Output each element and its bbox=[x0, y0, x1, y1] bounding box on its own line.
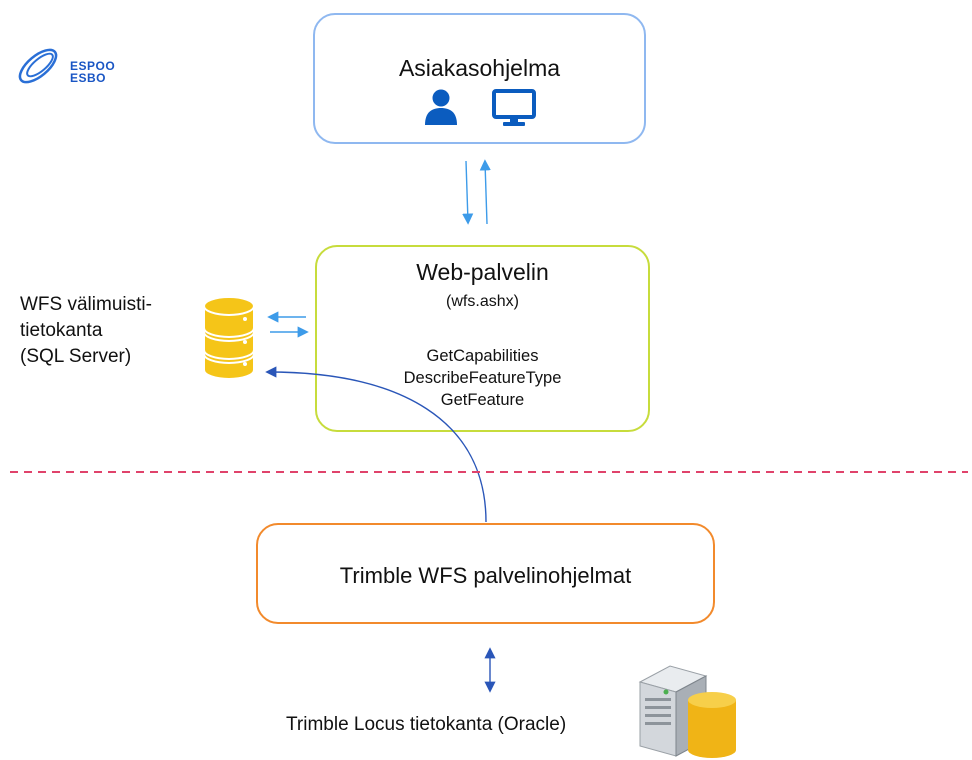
trimble-service-box: Trimble WFS palvelinohjelmat bbox=[256, 523, 715, 624]
operation-describe-feature-type: DescribeFeatureType bbox=[403, 369, 562, 387]
logo-line-espoo: ESPOO bbox=[70, 59, 116, 73]
cache-db-label: WFS välimuisti- tietokanta (SQL Server) bbox=[20, 292, 152, 370]
espoo-logo-mark-icon bbox=[18, 48, 58, 84]
client-application-box: Asiakasohjelma bbox=[313, 13, 646, 144]
logo-line-esbo: ESBO bbox=[70, 71, 107, 85]
monitor-icon bbox=[492, 89, 536, 126]
cache-db-label-line-3: (SQL Server) bbox=[20, 346, 132, 367]
cache-db-label-line-1: WFS välimuisti- bbox=[20, 294, 152, 315]
web-server-operations: GetCapabilities DescribeFeatureType GetF… bbox=[317, 345, 648, 411]
user-icon bbox=[425, 89, 457, 125]
oracle-db-label: Trimble Locus tietokanta (Oracle) bbox=[286, 714, 567, 735]
web-server-subtitle: (wfs.ashx) bbox=[446, 293, 519, 310]
operation-get-capabilities: GetCapabilities bbox=[426, 347, 539, 365]
web-server-box: Web-palvelin (wfs.ashx) GetCapabilities … bbox=[315, 245, 650, 432]
client-title: Asiakasohjelma bbox=[398, 55, 561, 81]
operation-get-feature: GetFeature bbox=[440, 391, 525, 409]
database-stack-icon bbox=[203, 296, 255, 380]
arrow-client-to-web bbox=[462, 160, 474, 225]
arrow-web-to-client bbox=[479, 159, 491, 225]
trimble-service-title: Trimble WFS palvelinohjelmat bbox=[339, 563, 632, 588]
cache-db-label-line-2: tietokanta bbox=[20, 320, 103, 341]
web-server-title: Web-palvelin bbox=[416, 259, 549, 285]
server-database-icon bbox=[638, 665, 736, 758]
arrow-trimble-to-cache bbox=[265, 366, 487, 523]
espoo-logo bbox=[10, 40, 125, 92]
espoo-logo-text: ESPOO ESBO bbox=[70, 60, 115, 84]
